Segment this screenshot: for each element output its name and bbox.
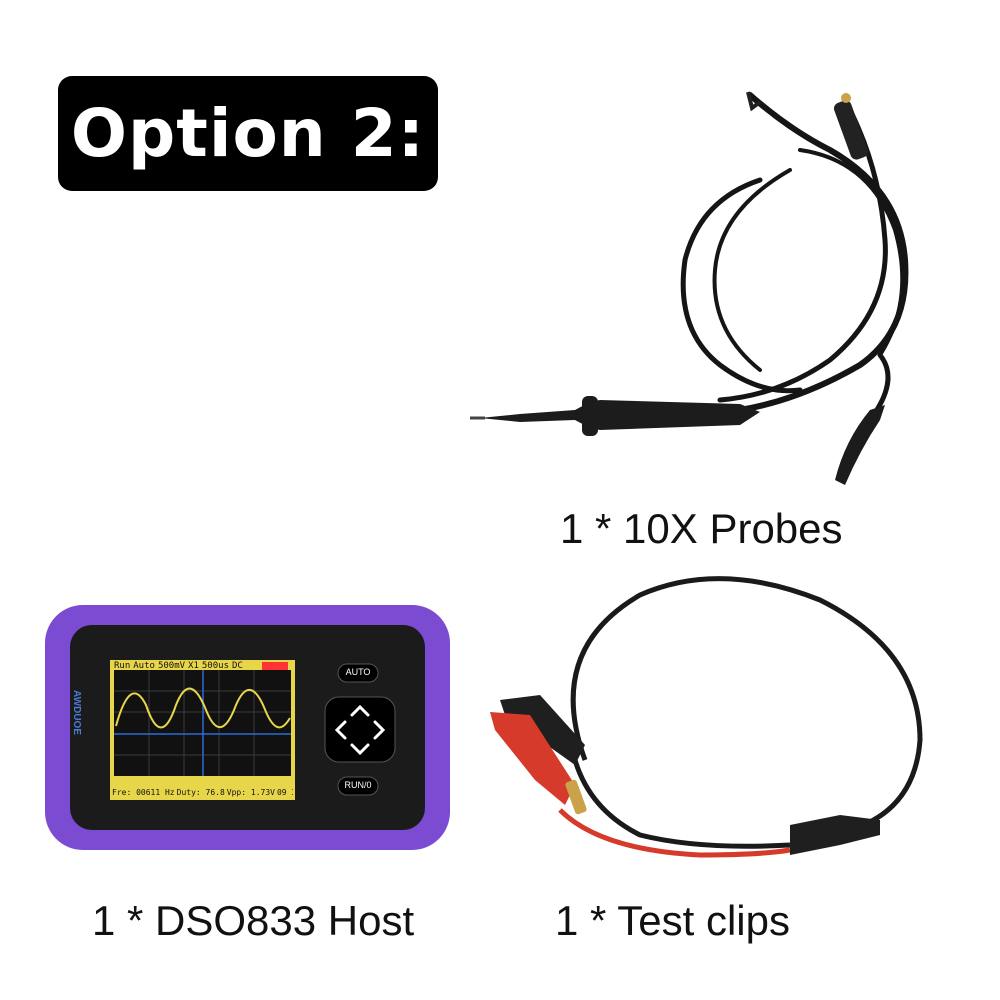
screen-top-item: X1 <box>188 660 199 671</box>
screen-top-item: Auto <box>133 660 155 671</box>
screen-bottom-item: Vpp: 1.73V <box>226 788 275 797</box>
screen-bottom-bar: Fre: 00611 Hz Duty: 76.8 Vpp: 1.73V 09 3… <box>112 788 293 797</box>
auto-button[interactable]: AUTO <box>345 667 371 677</box>
screen-bottom-item: Duty: 76.8 <box>176 788 225 797</box>
caption-probes: 1 * 10X Probes <box>560 505 843 552</box>
caption-clips: 1 * Test clips <box>555 897 790 944</box>
screen-measure-line: Vmax: 1.72V Vmin:-011mV Vavg: 843mV <box>116 776 291 786</box>
option-badge: Option 2: <box>58 76 438 191</box>
option-label: Option 2: <box>70 95 426 172</box>
caption-host: 1 * DSO833 Host <box>92 897 415 944</box>
screen-top-item: DC <box>231 660 243 671</box>
screen-top-item: 500us <box>201 660 229 671</box>
screen-top-item: Run <box>114 660 131 671</box>
screen-top-item: 500mV <box>157 660 186 671</box>
screen-bottom-item: Fre: 00611 Hz <box>112 788 175 797</box>
device-brand: AWDUOE <box>71 690 82 735</box>
screen-bottom-item: 09 31 <box>276 788 293 797</box>
run-button[interactable]: RUN/0 <box>344 780 372 790</box>
screen-top-bar: Run Auto 500mV X1 500us DC <box>114 660 290 671</box>
